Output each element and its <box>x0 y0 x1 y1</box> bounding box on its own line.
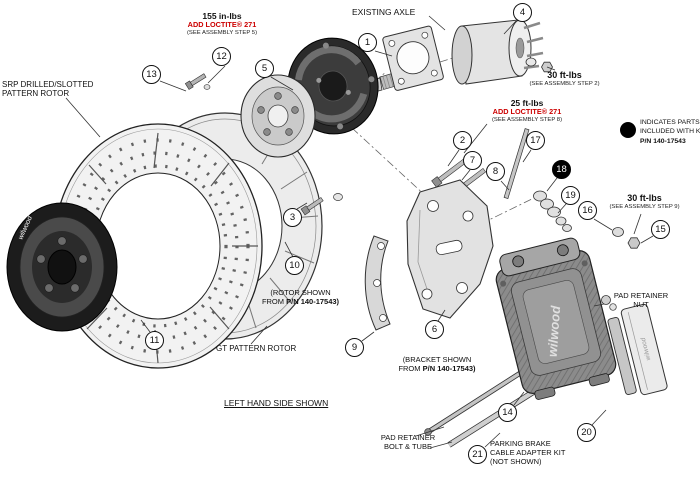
torque-30-step9-value: 30 ft-lbs <box>627 193 662 203</box>
kit-legend: INDICATES PARTS INCLUDED WITH KIT P/N 14… <box>640 118 700 146</box>
torque-155-value: 155 in-lbs <box>202 11 242 21</box>
hub-bolt-washer <box>333 193 343 201</box>
existing-axle-housing <box>451 19 553 85</box>
brake-pads: wilwood <box>607 303 668 396</box>
srp-drilled-slotted-rotor <box>53 123 263 369</box>
callout-4: 4 <box>513 3 532 22</box>
torque-30-step9-label: 30 ft-lbs (SEE ASSEMBLY STEP 9) <box>592 193 697 211</box>
bracket-shown-note: (BRACKET SHOWN FROM P/N 140-17543) <box>372 355 502 374</box>
torque-30-step2-value: 30 ft-lbs <box>547 70 582 80</box>
caliper-bracket <box>406 179 494 319</box>
rotor-shown-line2: FROM P/N 140-17543) <box>261 296 340 306</box>
axle-washer <box>525 57 537 67</box>
kit-legend-line1: INDICATES PARTS <box>640 119 700 126</box>
pad-retainer-nut-label: PAD RETAINER NUT <box>606 291 676 310</box>
callout-5: 5 <box>255 59 274 78</box>
parking-brake-line1: PARKING BRAKE <box>490 439 551 448</box>
caliper-stud <box>503 128 530 200</box>
hub <box>240 74 316 158</box>
pad-retainer-washer-part <box>609 303 617 311</box>
pad-retainer-bolt-label: PAD RETAINER BOLT & TUBE <box>358 433 458 452</box>
callout-11: 11 <box>145 331 164 350</box>
leader-lines <box>65 15 654 449</box>
callout-10: 10 <box>285 256 304 275</box>
bracket-shown-line2: FROM P/N 140-17543) <box>398 363 476 373</box>
pad-retainer-nut-part <box>601 295 611 305</box>
bracket-shown-line1: (BRACKET SHOWN <box>402 355 472 364</box>
callout-16: 16 <box>578 201 597 220</box>
torque-30-step2-step: (SEE ASSEMBLY STEP 2) <box>529 80 600 87</box>
torque-25-label: 25 ft-lbs ADD LOCTITE® 271 (SEE ASSEMBLY… <box>462 98 592 124</box>
hat-lug-holes <box>36 236 88 293</box>
pad-retainer-bolt-line2: BOLT & TUBE <box>384 441 432 451</box>
torque-30-step9-step: (SEE ASSEMBLY STEP 9) <box>609 203 680 210</box>
left-hand-side-note: LEFT HAND SIDE SHOWN <box>224 398 329 408</box>
parking-brake-line2: CABLE ADAPTER KIT <box>490 447 566 457</box>
torque-25-loctite: ADD LOCTITE® 271 <box>492 107 562 117</box>
caliper-washers <box>533 190 572 232</box>
rotor-hat: wilwood <box>6 202 118 332</box>
callout-19: 19 <box>561 186 580 205</box>
caliper-brand-text: wilwood <box>545 304 564 357</box>
callout-20: 20 <box>577 423 596 442</box>
kit-legend-line2: INCLUDED WITH KIT <box>640 128 700 136</box>
caliper: wilwood <box>495 237 617 400</box>
pad-retainer-nut-line2: NUT <box>633 299 649 309</box>
axle-flange-gasket <box>382 25 444 91</box>
callout-17: 17 <box>526 131 545 150</box>
callout-18: 18 <box>552 160 571 179</box>
rotor-shown-note: (ROTOR SHOWN FROM P/N 140-17543) <box>238 288 363 307</box>
torque-25-step: (SEE ASSEMBLY STEP 8) <box>491 116 563 123</box>
callout-13: 13 <box>142 65 161 84</box>
radial-mount-bracket <box>364 235 391 331</box>
srp-rotor-line2: PATTERN ROTOR <box>2 89 70 99</box>
rotor-shown-pn: P/N 140-17543) <box>286 296 340 306</box>
hat-bolt-washer <box>203 84 211 90</box>
callout-1: 1 <box>358 33 377 52</box>
hub-bolt <box>300 197 324 216</box>
pad-retainer-bolt-tube <box>424 367 548 448</box>
kit-legend-line3: P/N 140-17543 <box>640 137 686 145</box>
wheel-studs <box>257 92 299 136</box>
caliper-nut <box>627 237 641 249</box>
torque-155-step: (SEE ASSEMBLY STEP 5) <box>186 29 258 36</box>
kit-indicator-dot <box>620 122 636 138</box>
existing-axle-label: EXISTING AXLE <box>352 7 416 17</box>
callout-14: 14 <box>498 403 517 422</box>
bracket-shown-pn: P/N 140-17543) <box>422 363 476 373</box>
srp-rotor-line1: SRP DRILLED/SLOTTED <box>2 80 94 89</box>
caliper-nut-washer <box>612 227 624 237</box>
torque-25-value: 25 ft-lbs <box>510 98 544 108</box>
pad-retainer-nut-line1: PAD RETAINER <box>613 291 669 300</box>
callout-3: 3 <box>283 208 302 227</box>
torque-155-loctite: ADD LOCTITE® 271 <box>187 20 257 30</box>
callout-8: 8 <box>486 162 505 181</box>
gt-rotor-label: GT PATTERN ROTOR <box>216 344 297 353</box>
callout-12: 12 <box>212 47 231 66</box>
callout-9: 9 <box>345 338 364 357</box>
torque-30-step2-label: 30 ft-lbs (SEE ASSEMBLY STEP 2) <box>512 70 617 88</box>
callout-15: 15 <box>651 220 670 239</box>
pad-retainer-bolt-line1: PAD RETAINER <box>380 433 436 442</box>
callout-6: 6 <box>425 320 444 339</box>
callout-21: 21 <box>468 445 487 464</box>
hat-bolt <box>184 73 207 90</box>
rotor-shown-line1: (ROTOR SHOWN <box>270 288 331 297</box>
callout-7: 7 <box>463 151 482 170</box>
axle-studs <box>523 21 544 70</box>
srp-rotor-label: SRP DRILLED/SLOTTED PATTERN ROTOR <box>2 80 93 99</box>
callout-2: 2 <box>453 131 472 150</box>
parking-brake-line3: (NOT SHOWN) <box>490 456 542 466</box>
parking-brake-label: PARKING BRAKE CABLE ADAPTER KIT (NOT SHO… <box>490 439 566 467</box>
bracket-bolt-1 <box>431 155 471 188</box>
torque-155-label: 155 in-lbs ADD LOCTITE® 271 (SEE ASSEMBL… <box>160 11 284 37</box>
